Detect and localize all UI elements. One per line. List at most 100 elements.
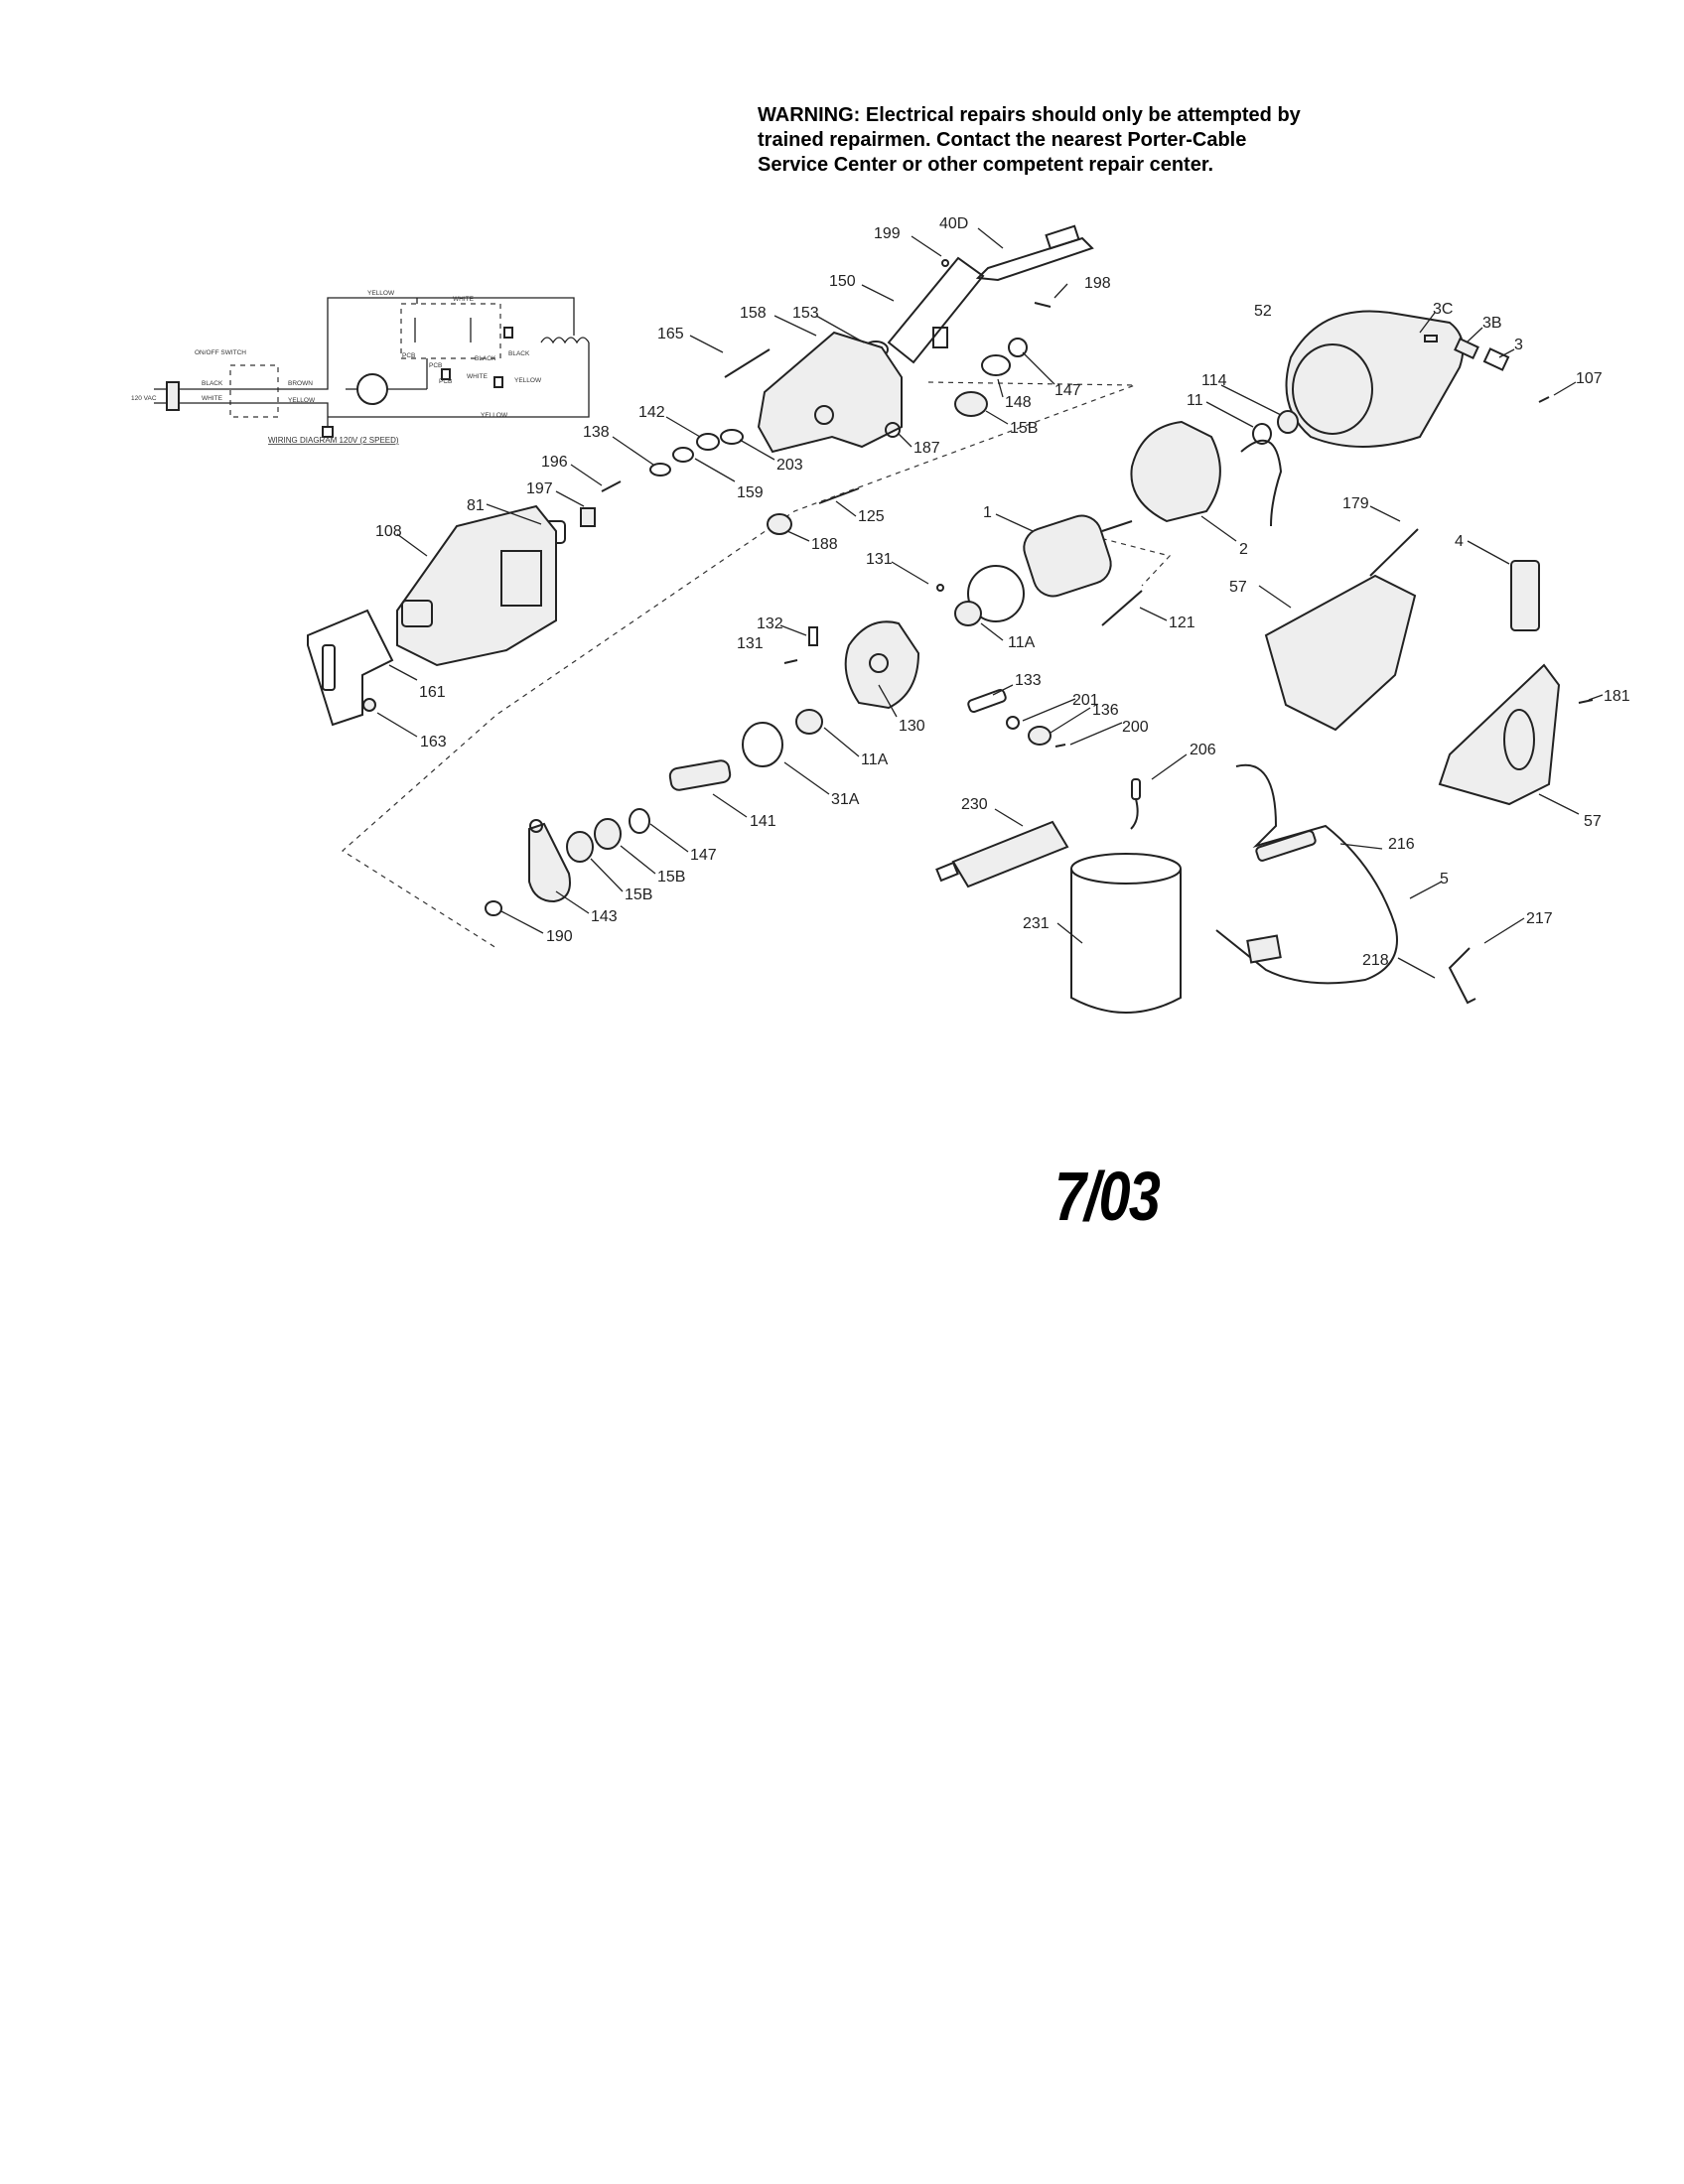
wire-label-1: YELLOW [367, 290, 395, 297]
callout-11: 11 [1187, 392, 1203, 409]
callout-107: 107 [1576, 370, 1603, 387]
part-141-spindle [668, 759, 732, 791]
wire-label-10: YELLOW [514, 377, 542, 384]
part-plug [1246, 934, 1282, 964]
part-142-washer [696, 433, 720, 451]
part-163-screw [362, 698, 376, 712]
callout-190: 190 [546, 928, 573, 945]
part-1-armature [967, 514, 1133, 622]
callout-203: 203 [776, 457, 803, 474]
pcb-label-1: PCB [402, 352, 415, 359]
callout-147: 147 [1054, 382, 1081, 399]
callout-218: 218 [1362, 952, 1389, 969]
callout-131-lower: 131 [737, 635, 764, 652]
callout-153: 153 [792, 305, 819, 322]
part-3-brush-holder [1482, 347, 1510, 371]
callout-40d: 40D [939, 215, 968, 232]
callout-15b-lower-1: 15B [657, 869, 685, 886]
part-190-washer [485, 900, 502, 916]
part-3c-brush-spring [1424, 335, 1438, 342]
part-179-screw [1369, 528, 1419, 577]
part-15b-bearing-2 [594, 818, 622, 850]
callout-132: 132 [757, 615, 783, 632]
callout-216: 216 [1388, 836, 1415, 853]
callout-201: 201 [1072, 692, 1099, 709]
part-165-screw [724, 348, 771, 378]
part-15b-bearing [954, 391, 988, 417]
callout-198: 198 [1084, 275, 1111, 292]
callout-231: 231 [1023, 915, 1050, 932]
wiring-switch-box [229, 364, 279, 418]
part-57-handle-left [1264, 574, 1417, 732]
warning-line-1: WARNING: Electrical repairs should only … [758, 104, 1301, 126]
callout-206: 206 [1190, 742, 1216, 758]
part-206-wire-nut [1130, 778, 1141, 830]
part-201-washer [1006, 716, 1020, 730]
part-200-screw [1054, 744, 1066, 748]
part-197-gear [580, 507, 596, 527]
part-188-plug [767, 513, 792, 535]
callout-5: 5 [1440, 871, 1449, 887]
callout-4: 4 [1455, 533, 1464, 550]
callout-11a-lower: 11A [861, 751, 889, 768]
warning-line-3: Service Center or other competent repair… [758, 154, 1214, 176]
callout-1: 1 [983, 504, 992, 521]
callout-141: 141 [750, 813, 776, 830]
callout-108: 108 [375, 523, 402, 540]
callout-3b: 3B [1482, 315, 1502, 332]
wiring-motor-symbol [356, 373, 388, 405]
callout-230: 230 [961, 796, 988, 813]
wiring-plug [166, 381, 180, 411]
callout-130: 130 [899, 718, 925, 735]
callout-150: 150 [829, 273, 856, 290]
callout-196: 196 [541, 454, 568, 471]
part-114-bearing [1277, 410, 1299, 434]
part-150-plunger [887, 256, 985, 364]
assembly-path-line [342, 381, 1136, 949]
callout-138: 138 [583, 424, 610, 441]
part-121-screw [1101, 590, 1143, 626]
callout-57-right: 57 [1584, 813, 1602, 830]
wire-label-9: WHITE [467, 373, 489, 380]
callout-3c: 3C [1433, 301, 1453, 318]
part-31a-gear [742, 722, 783, 767]
part-40d-blade-clamp [975, 224, 1094, 282]
callout-136: 136 [1092, 702, 1119, 719]
wire-label-2: WHITE [453, 296, 475, 303]
callout-3: 3 [1514, 337, 1523, 353]
leader-lines [376, 227, 1604, 979]
part-11-washer [1252, 423, 1272, 445]
part-5-power-cord [1215, 763, 1398, 985]
callout-158: 158 [740, 305, 767, 322]
callout-52: 52 [1254, 303, 1272, 320]
wire-label-11: YELLOW [481, 412, 508, 419]
part-107-screw [1538, 396, 1550, 403]
part-181-screw [1578, 699, 1594, 704]
part-198-pin [1034, 302, 1052, 308]
wire-label-3: BLACK [202, 380, 223, 387]
callout-159: 159 [737, 484, 764, 501]
part-147-ring-2 [629, 808, 650, 834]
callout-131: 131 [866, 551, 893, 568]
part-130-gear-plate [844, 620, 920, 710]
callout-187: 187 [913, 440, 940, 457]
callout-181: 181 [1604, 688, 1630, 705]
callout-200: 200 [1122, 719, 1149, 736]
callout-197: 197 [526, 480, 553, 497]
callout-147-lower: 147 [690, 847, 717, 864]
part-3b-brush [1454, 338, 1479, 359]
callout-numbers: 199 40D 150 198 165 158 153 52 147 148 1… [375, 215, 1630, 969]
date-stamp: 7/03 [1054, 1158, 1161, 1235]
part-203-ring [720, 429, 744, 445]
callout-199: 199 [874, 225, 901, 242]
callout-148: 148 [1005, 394, 1032, 411]
callout-179: 179 [1342, 495, 1369, 512]
part-131-screw [783, 659, 798, 664]
callout-15b-lower-2: 15B [625, 887, 652, 903]
part-196-screw [601, 480, 622, 492]
part-57-handle-right [1438, 663, 1561, 806]
callout-57-left: 57 [1229, 579, 1247, 596]
wire-label-7: BLACK [475, 355, 496, 362]
part-11a-bearing [954, 601, 982, 626]
